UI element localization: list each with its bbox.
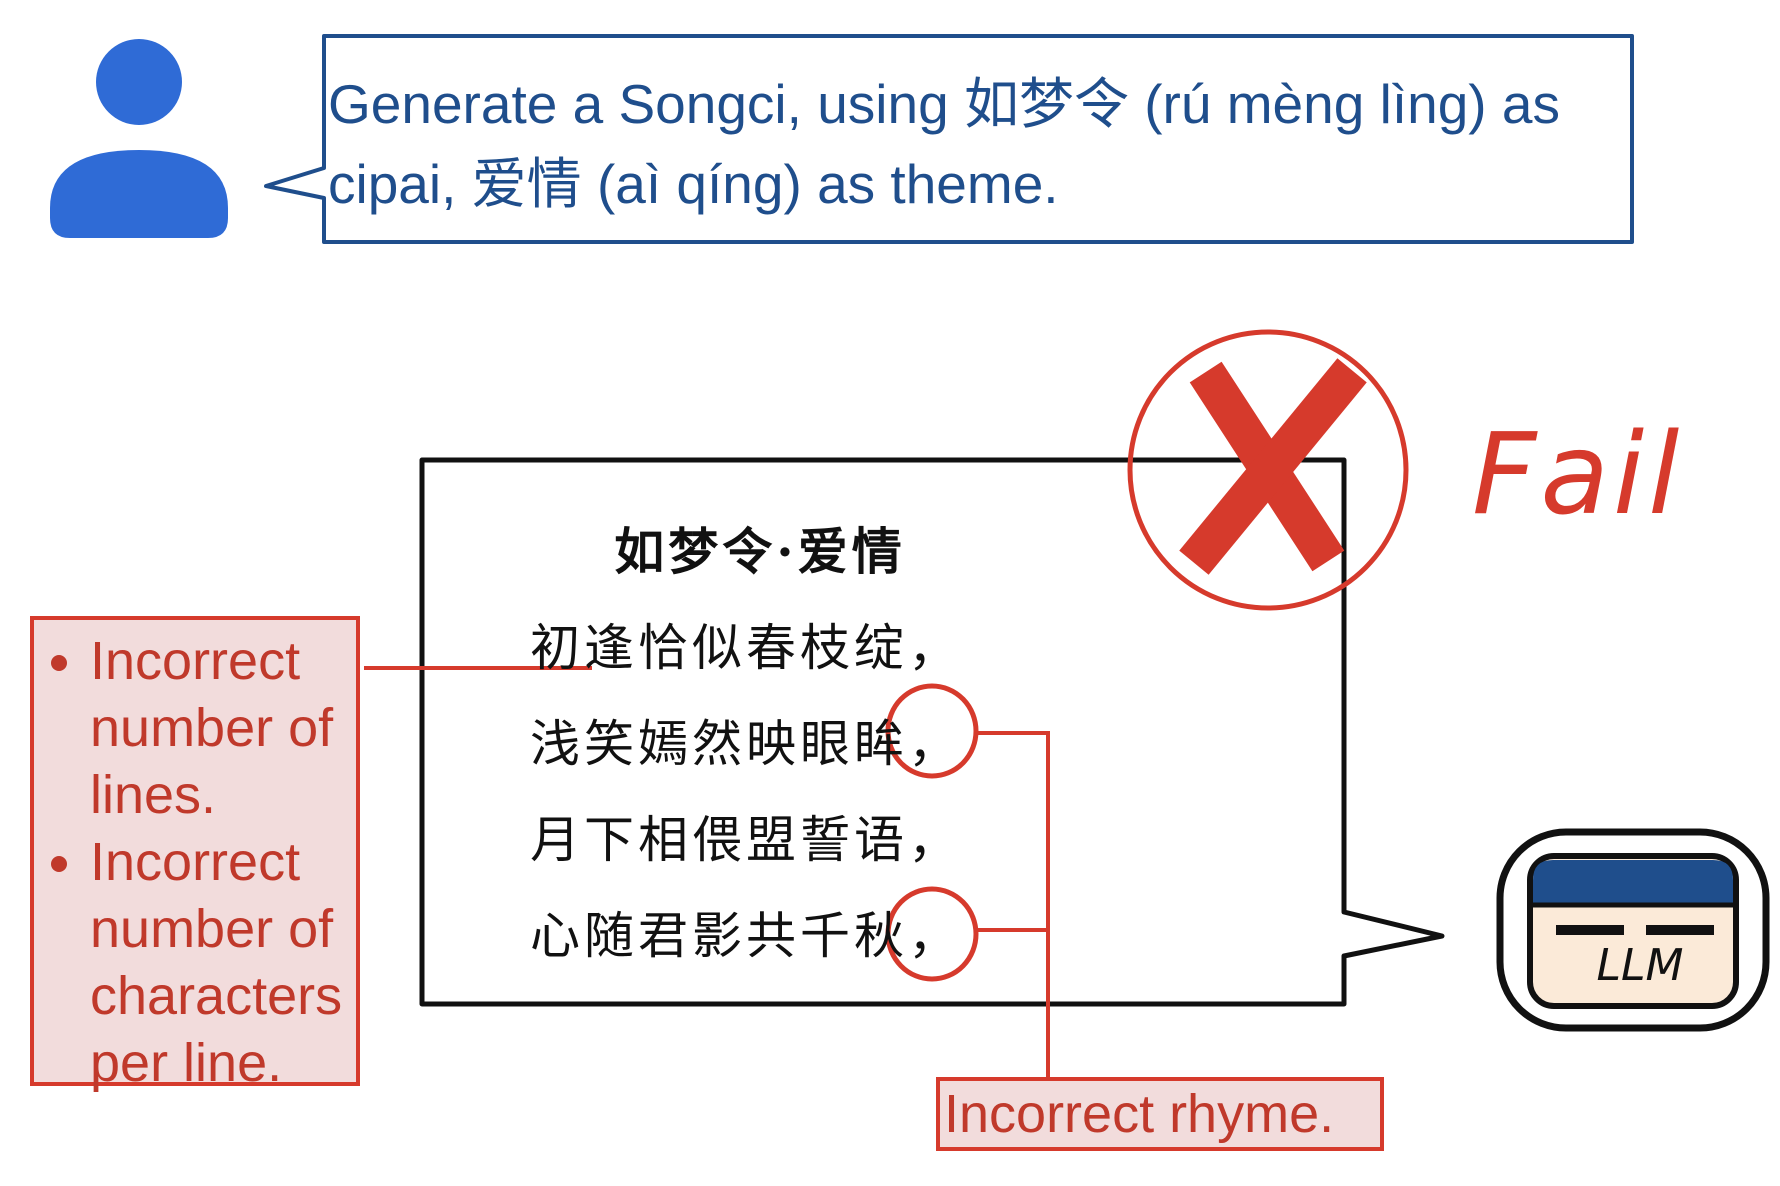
poem-line: 月下相偎盟誓语， — [530, 811, 962, 869]
connector-rhyme — [978, 731, 1050, 1077]
user-icon — [50, 39, 228, 238]
rhyme-circle-1 — [885, 683, 979, 779]
poem-line: 初逢恰似春枝绽， — [530, 619, 962, 677]
fail-label: Fail — [1472, 410, 1684, 540]
llm-icon — [1496, 828, 1770, 1032]
error-list-box: Incorrect number of lines. Incorrect num… — [30, 616, 360, 1093]
poem-title: 如梦令·爱情 — [614, 522, 906, 581]
llm-label: LLM — [1596, 940, 1684, 991]
prompt-text: Generate a Songci, using 如梦令 (rú mèng lì… — [328, 73, 1560, 215]
fail-stamp — [1127, 329, 1409, 611]
poem-line: 浅笑嫣然映眼眸， — [530, 715, 962, 773]
error-item: Incorrect number of characters per line. — [90, 829, 356, 1097]
response-bubble — [419, 457, 1445, 1007]
prompt-bubble — [264, 34, 1634, 244]
rhyme-error-label: Incorrect rhyme. — [936, 1077, 1384, 1151]
error-item: Incorrect number of lines. — [90, 628, 356, 829]
poem: 如梦令·爱情 初逢恰似春枝绽， 浅笑嫣然映眼眸， 月下相偎盟誓语， 心随君影共千… — [530, 490, 1050, 970]
rhyme-circle-2 — [885, 886, 979, 982]
poem-line: 心随君影共千秋， — [530, 907, 962, 965]
